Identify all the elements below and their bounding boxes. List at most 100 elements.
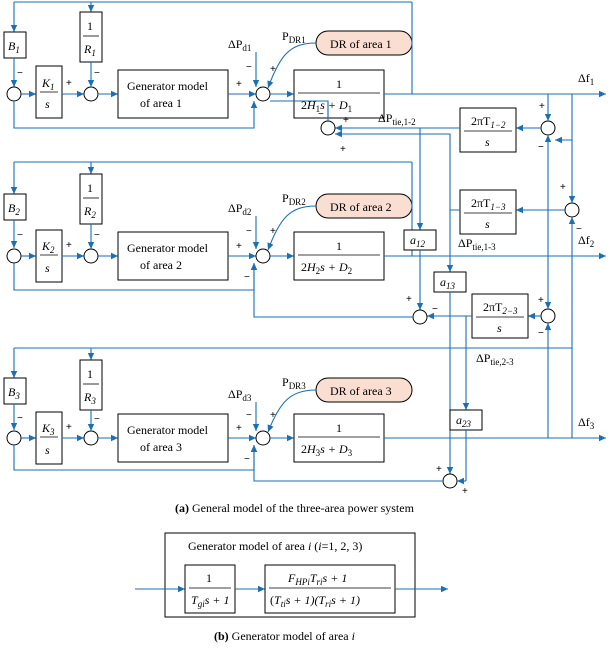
svg-text:of area 3: of area 3: [140, 440, 182, 454]
caption-a: (a) General model of the three-area powe…: [175, 501, 415, 515]
tie12-block: [459, 107, 517, 153]
svg-text:K2: K2: [41, 239, 55, 255]
svg-text:a23: a23: [456, 413, 472, 429]
svg-text:+: +: [539, 101, 545, 112]
svg-text:Δf1: Δf1: [578, 71, 594, 87]
svg-text:2πT1−3: 2πT1−3: [471, 196, 506, 212]
b2-block: [3, 193, 27, 221]
svg-text:+: +: [560, 182, 566, 193]
svg-text:DR of area 2: DR of area 2: [330, 200, 392, 214]
svg-text:DR of area 1: DR of area 1: [330, 37, 392, 51]
svg-text:+: +: [343, 115, 349, 126]
svg-text:B2: B2: [8, 201, 20, 217]
k2-block: [35, 229, 63, 283]
svg-text:−: −: [17, 413, 23, 424]
svg-text:R3: R3: [83, 390, 96, 406]
svg-text:FHPiTris + 1: FHPiTris + 1: [287, 571, 347, 587]
sum-tie13: [564, 202, 580, 218]
svg-text:−: −: [246, 226, 252, 237]
svg-text:−: −: [538, 142, 544, 153]
svg-text:of area 1: of area 1: [140, 96, 182, 110]
svg-text:2πT2−3: 2πT2−3: [483, 300, 518, 316]
svg-text:−: −: [17, 68, 23, 79]
svg-text:1: 1: [336, 421, 342, 435]
sum-r1: [83, 86, 99, 102]
generator-area3-block: [117, 413, 229, 463]
svg-text:2H3s + D3: 2H3s + D3: [301, 442, 353, 458]
svg-text:+: +: [340, 144, 346, 155]
svg-text:−: −: [246, 62, 252, 73]
sum-plant2: [255, 248, 271, 264]
svg-text:ΔPd3: ΔPd3: [228, 387, 252, 403]
sum-r2: [83, 248, 99, 264]
svg-text:ΔPd1: ΔPd1: [228, 37, 251, 53]
svg-text:1: 1: [336, 77, 342, 91]
plant-area3: [293, 413, 385, 463]
svg-text:−: −: [94, 414, 100, 425]
svg-text:+: +: [436, 464, 442, 475]
sum-tie-area2: [412, 309, 428, 325]
governor-block: [184, 564, 236, 614]
svg-text:1: 1: [206, 571, 212, 585]
plant-area1: [293, 69, 385, 119]
svg-text:+: +: [462, 486, 468, 497]
caption-b: (b) Generator model of area i: [214, 629, 355, 643]
svg-text:−: −: [94, 230, 100, 241]
sum-b1: [6, 86, 22, 102]
generator-area2-block: [117, 231, 229, 281]
svg-text:R1: R1: [83, 42, 96, 58]
svg-text:s: s: [485, 217, 490, 231]
tie-line-network: − 2πT1−2 s + ΔPtie,1-2 − a12 + + 2πT1−3 …: [244, 94, 582, 497]
svg-text:+: +: [406, 294, 412, 305]
svg-text:a13: a13: [440, 275, 456, 291]
generator-detail-title: Generator model of area i (i=1, 2, 3): [188, 539, 362, 553]
svg-text:+: +: [270, 64, 276, 75]
sum-tie-area1: [320, 120, 336, 136]
svg-text:−: −: [538, 328, 544, 339]
area-3: B3 − K3 s + 1 R3 − Generator model of ar…: [3, 347, 606, 471]
svg-text:+: +: [538, 295, 544, 306]
svg-text:B3: B3: [8, 385, 20, 401]
svg-text:s: s: [497, 321, 502, 335]
turbine-block: [264, 564, 396, 614]
svg-text:PDR3: PDR3: [282, 375, 306, 391]
svg-text:−: −: [432, 304, 438, 315]
sum-b2: [6, 248, 22, 264]
svg-text:+: +: [66, 240, 72, 251]
svg-text:ΔPtie,2-3: ΔPtie,2-3: [476, 351, 514, 367]
svg-text:−: −: [244, 454, 250, 465]
svg-text:s: s: [45, 97, 50, 111]
svg-text:−: −: [576, 224, 582, 235]
svg-text:1: 1: [87, 19, 93, 33]
sum-plant1: [255, 86, 271, 102]
svg-text:1: 1: [87, 181, 93, 195]
tie23-block: [471, 293, 529, 339]
svg-text:a12: a12: [410, 233, 426, 249]
generator-detail: Generator model of area i (i=1, 2, 3) 1 …: [135, 532, 448, 618]
b3-block: [3, 377, 27, 405]
svg-text:1: 1: [87, 367, 93, 381]
svg-text:Tgis + 1: Tgis + 1: [191, 593, 229, 609]
b1-label: B1: [8, 39, 20, 55]
svg-text:−: −: [17, 230, 23, 241]
svg-text:+: +: [66, 78, 72, 89]
svg-text:−: −: [246, 410, 252, 421]
svg-text:+: +: [236, 423, 242, 434]
svg-text:Generator model: Generator model: [127, 241, 209, 255]
svg-text:2H1s + D1: 2H1s + D1: [301, 98, 352, 114]
area-1: B1 − K1 s + 1 R1 − Generator model of ar…: [3, 1, 606, 144]
svg-text:s: s: [45, 261, 50, 275]
svg-text:2H2s + D2: 2H2s + D2: [301, 260, 352, 276]
svg-text:2πT1−2: 2πT1−2: [471, 114, 506, 130]
sum-tie12: [540, 120, 556, 136]
svg-text:R2: R2: [83, 204, 96, 220]
b1-block: [3, 31, 27, 59]
svg-text:(Ttis + 1)(Tris + 1): (Ttis + 1)(Tris + 1): [270, 593, 360, 609]
sum-b3: [6, 430, 22, 446]
svg-text:DR of area 3: DR of area 3: [330, 384, 392, 398]
svg-text:of area 2: of area 2: [140, 258, 182, 272]
svg-text:−: −: [318, 109, 324, 120]
svg-text:K3: K3: [41, 421, 55, 437]
svg-text:PDR2: PDR2: [282, 191, 306, 207]
